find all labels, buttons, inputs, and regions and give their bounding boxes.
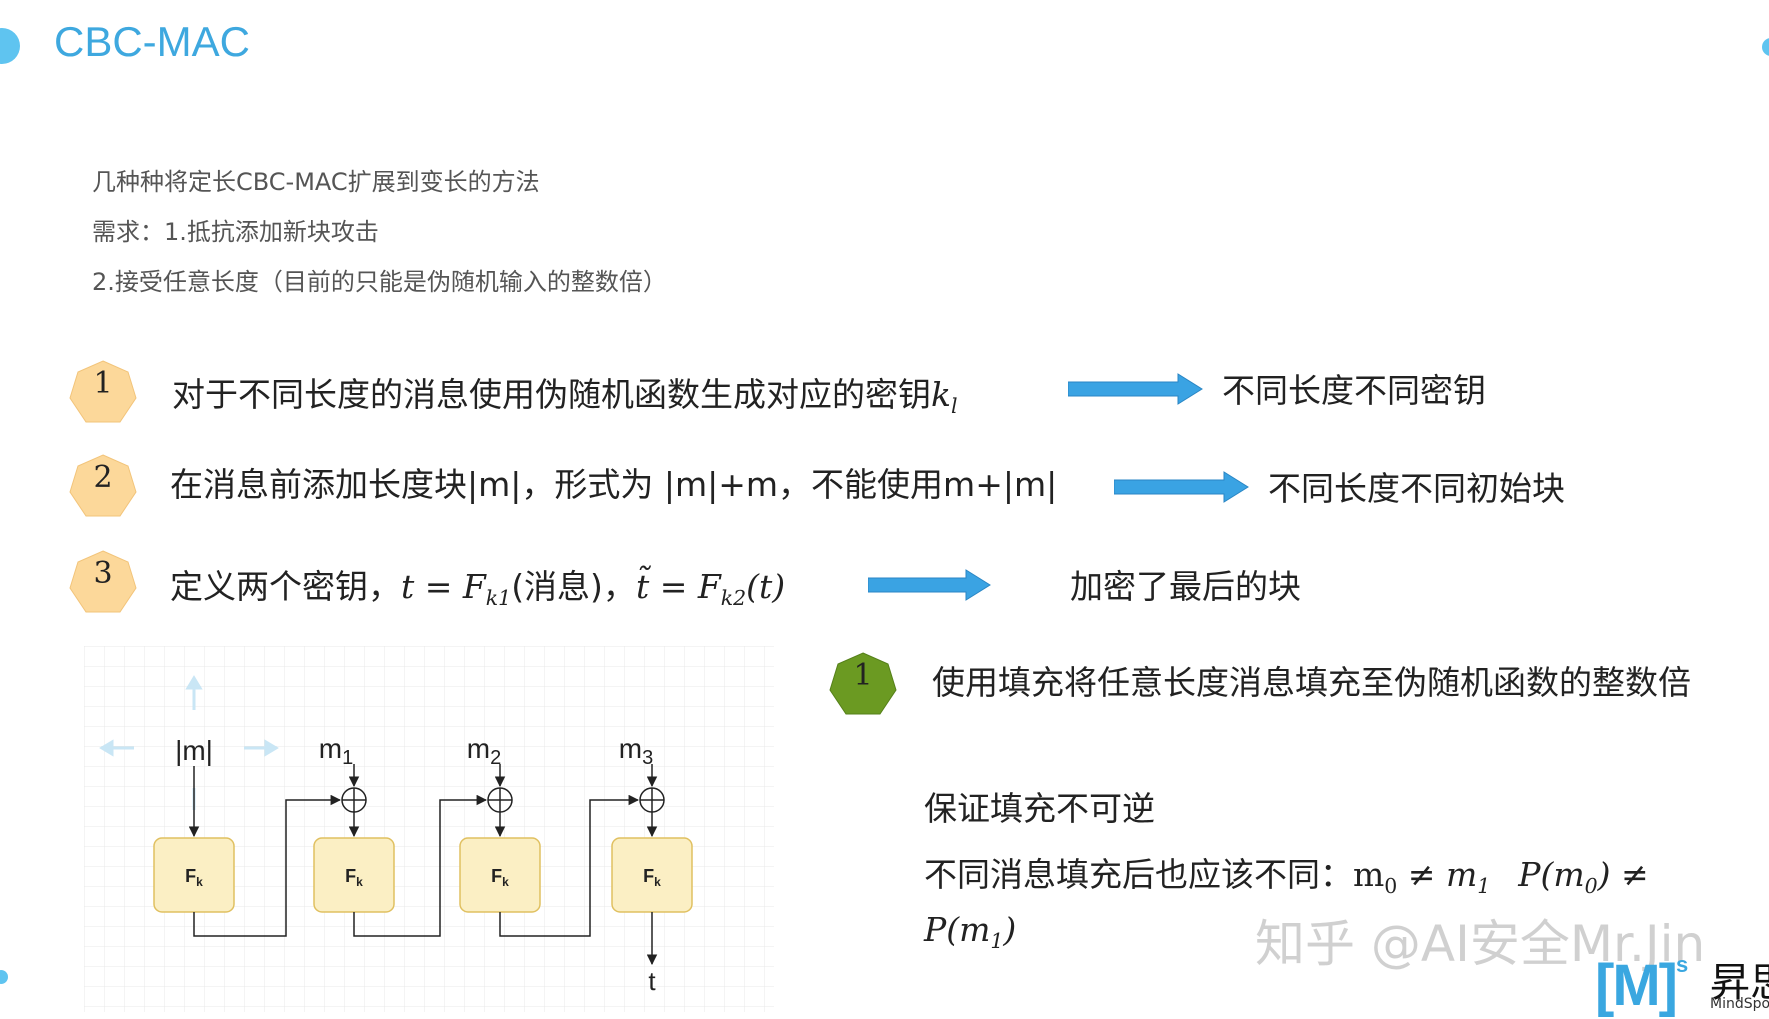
method-3-eq1-sub: k1 [485, 586, 512, 611]
intro-line-1: 几种种将定长CBC-MAC扩展到变长的方法 [92, 168, 540, 196]
method-1-math-sub: l [951, 394, 958, 419]
padding-note-2-m1: m [1445, 855, 1478, 894]
arrow-right-icon [868, 569, 991, 601]
method-3-eq2-sub: k2 [720, 586, 747, 611]
method-3-label-b: (消息)， [511, 567, 636, 606]
step-badge-number: 2 [93, 460, 113, 495]
input-label-m2: m2 [467, 733, 501, 769]
padding-note-2-m1-sub: 1 [1477, 874, 1491, 899]
method-3-eq1: t = F [401, 567, 486, 606]
heptagon-icon [69, 360, 137, 423]
svg-text:Fk: Fk [643, 866, 661, 889]
method-3-eq2: t̃ = F [635, 567, 721, 606]
heptagon-icon [69, 454, 137, 517]
watermark: 知乎 @AI安全Mr.Jin [1255, 915, 1706, 973]
intro-line-3: 2.接受任意长度（目前的只能是伪随机输入的整数倍） [92, 268, 667, 296]
step-badge-number: 3 [93, 556, 113, 591]
prf-block: Fk [153, 837, 235, 913]
padding-note-2-p: P(m [1518, 855, 1585, 894]
logo-en-text: MindSpore [1710, 996, 1769, 1012]
method-3-result: 加密了最后的块 [1070, 567, 1301, 606]
cbc-mac-diagram-svg: |m| m1 m2 m3 Fk Fk F [84, 646, 774, 1012]
heptagon-icon [69, 550, 137, 613]
padding-note-3: P(m1) [924, 910, 1016, 953]
heptagon-icon [829, 652, 897, 715]
slide-title: CBC-MAC [54, 18, 250, 65]
padding-note-2-neq: ≠ [1397, 855, 1446, 894]
input-label-m3: m3 [619, 733, 653, 769]
decor-dot-bottom-left [0, 970, 8, 984]
decor-dot-top-right [1762, 38, 1769, 56]
svg-text:Fk: Fk [345, 866, 363, 889]
svg-text:Fk: Fk [491, 866, 509, 889]
step-badge-1: 1 [68, 358, 138, 428]
padding-note-1: 保证填充不可逆 [924, 789, 1155, 828]
output-label-t: t [648, 966, 656, 996]
padding-note-2-p-end: ) ≠ [1597, 855, 1649, 894]
prf-block: Fk [313, 837, 395, 913]
arrow-right-icon [1114, 471, 1249, 503]
xor-icon [341, 787, 367, 813]
step-badge-3: 3 [68, 548, 138, 618]
method-1-math: k [931, 375, 951, 414]
method-3-label-a: 定义两个密钥， [170, 567, 401, 606]
cbc-mac-diagram: |m| m1 m2 m3 Fk Fk F [84, 646, 774, 1012]
intro-line-2: 需求：1.抵抗添加新块攻击 [92, 218, 379, 246]
method-1-label: 对于不同长度的消息使用伪随机函数生成对应的密钥 [172, 375, 931, 414]
method-1-text: 对于不同长度的消息使用伪随机函数生成对应的密钥kl [172, 368, 958, 418]
padding-note-3-p: P(m [924, 910, 991, 949]
xor-icon [639, 787, 665, 813]
padding-text: 使用填充将任意长度消息填充至伪随机函数的整数倍 [932, 663, 1691, 702]
arrow-right-icon [1068, 373, 1203, 405]
method-2-text: 在消息前添加长度块|m|，形式为 |m|+m，不能使用m+|m| [170, 465, 1058, 504]
padding-note-3-end: ) [1003, 910, 1017, 949]
padding-note-2-p-sub: 0 [1584, 874, 1598, 899]
input-label-m-length: |m| [175, 735, 213, 766]
prf-block: Fk [459, 837, 541, 913]
step-badge-number: 1 [93, 366, 113, 401]
method-3-eq2-arg: (t) [746, 567, 786, 606]
svg-text:Fk: Fk [185, 866, 203, 889]
method-2-result: 不同长度不同初始块 [1268, 469, 1565, 508]
padding-badge: 1 [828, 650, 898, 720]
prf-block: Fk [611, 837, 693, 913]
mindspore-logo: [M]s [1595, 952, 1688, 1018]
padding-note-3-sub: 1 [990, 929, 1004, 954]
xor-icon [487, 787, 513, 813]
decor-dot-top-left [0, 28, 20, 64]
method-1-result: 不同长度不同密钥 [1222, 371, 1486, 410]
step-badge-2: 2 [68, 452, 138, 522]
method-3-text: 定义两个密钥，t = Fk1(消息)，t̃ = Fk2(t) [170, 560, 785, 610]
padding-note-2-m0: m [1353, 855, 1385, 894]
input-label-m1: m1 [319, 733, 353, 769]
padding-note-2-label: 不同消息填充后也应该不同： [924, 855, 1353, 894]
logo-cn-text: 昇思 [1710, 960, 1769, 1006]
padding-note-2-m0-sub: 0 [1384, 874, 1398, 899]
padding-badge-number: 1 [853, 658, 873, 693]
